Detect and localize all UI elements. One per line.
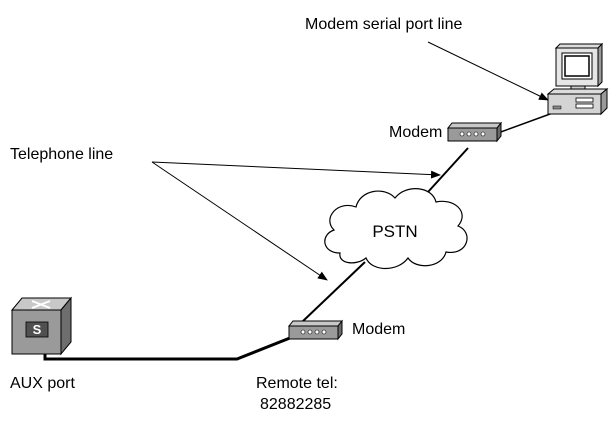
pstn-label: PSTN xyxy=(372,222,417,241)
remote-tel-number: 82882285 xyxy=(260,396,332,413)
computer xyxy=(546,42,609,116)
switch-letter: S xyxy=(33,322,42,337)
telephone-arrow-lower xyxy=(151,161,328,281)
aux-cable xyxy=(43,332,301,361)
modem-top-label: Modem xyxy=(389,124,443,141)
modem-bottom xyxy=(287,319,344,341)
remote-tel-label: Remote tel: xyxy=(256,375,338,392)
pstn-cloud: PSTN xyxy=(324,188,468,270)
modem-icon xyxy=(287,319,344,341)
switch-icon: S xyxy=(10,296,73,356)
modem-icon xyxy=(446,121,503,143)
modem-serial-port-line-label: Modem serial port line xyxy=(305,16,463,33)
pstn-to-modem-line xyxy=(301,261,366,323)
switch: S xyxy=(10,296,73,356)
telephone-arrow-upper xyxy=(151,161,441,179)
serial-port-arrow xyxy=(427,41,549,101)
cloud-icon xyxy=(324,188,468,270)
modem-bottom-label: Modem xyxy=(352,321,406,338)
modem-top xyxy=(446,121,503,143)
computer-icon xyxy=(546,42,609,116)
switch-arrows-icon xyxy=(31,300,51,309)
telephone-line-label: Telephone line xyxy=(10,146,114,163)
aux-port-label: AUX port xyxy=(10,375,75,392)
annotation-arrows xyxy=(151,41,549,281)
